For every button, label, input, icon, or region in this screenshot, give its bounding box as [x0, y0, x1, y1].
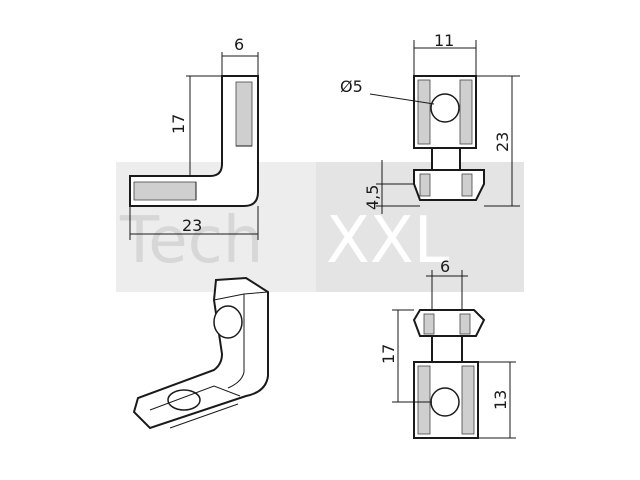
dim-front-width: 11 — [434, 31, 454, 50]
watermark-prefix: Tech — [119, 204, 263, 278]
dim-rear-width: 6 — [440, 257, 450, 276]
rear-view: 6 17 13 — [379, 257, 516, 439]
dim-side-length: 23 — [182, 216, 202, 235]
dim-rear-offset: 13 — [491, 390, 510, 410]
side-view: 6 17 23 — [129, 35, 259, 240]
dim-side-height: 17 — [169, 114, 188, 134]
front-view: 11 Ø5 23 4,5 — [340, 31, 520, 214]
watermark-suffix: XXL — [326, 204, 450, 278]
dim-front-height: 23 — [493, 132, 512, 152]
dim-hole-diameter: Ø5 — [340, 77, 363, 96]
isometric-view — [132, 276, 269, 430]
dim-side-width: 6 — [234, 35, 244, 54]
dim-front-offset: 4,5 — [363, 185, 382, 210]
dim-rear-height: 17 — [379, 344, 398, 364]
